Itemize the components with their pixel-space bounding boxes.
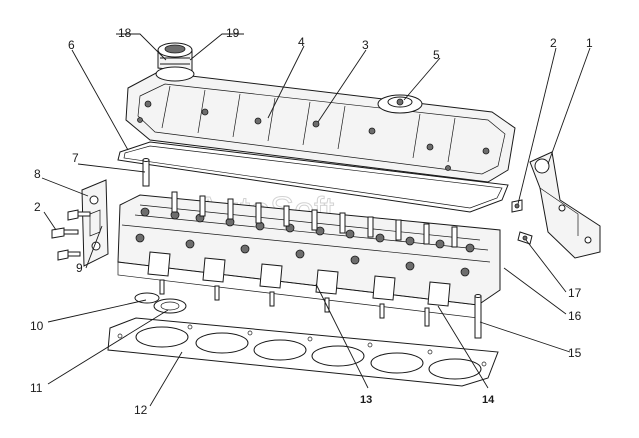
stud-15 — [474, 294, 482, 339]
breather-plug — [377, 94, 423, 114]
callout-8: 8 — [34, 167, 41, 181]
callout-12: 12 — [134, 403, 148, 417]
valve-cover — [125, 71, 516, 183]
callout-16: 16 — [568, 309, 582, 323]
callout-6: 6 — [68, 38, 75, 52]
cylinder-head — [117, 191, 501, 327]
callout-3: 3 — [362, 38, 369, 52]
callout-labels: 18 19 6 4 3 5 2 1 7 8 2 9 10 11 12 13 14… — [30, 26, 593, 417]
oil-filler-cap — [155, 42, 195, 82]
callout-14: 14 — [482, 394, 495, 406]
callout-17: 17 — [568, 286, 582, 300]
head-gasket — [107, 317, 499, 387]
callout-10: 10 — [30, 319, 44, 333]
callout-9: 9 — [76, 261, 83, 275]
callout-2-top: 2 — [550, 36, 557, 50]
stud-7 — [142, 158, 150, 187]
callout-15: 15 — [568, 346, 582, 360]
callout-1: 1 — [586, 36, 593, 50]
callout-2-left: 2 — [34, 200, 41, 214]
lifting-bracket — [529, 151, 601, 259]
callout-5: 5 — [433, 48, 440, 62]
bolt-16 — [517, 231, 533, 245]
sealing-ring — [134, 292, 187, 314]
cover-gasket — [117, 141, 509, 213]
end-plate — [81, 179, 109, 267]
callout-7: 7 — [72, 151, 79, 165]
callout-4: 4 — [298, 35, 305, 49]
bolt-2-right — [511, 199, 523, 213]
callout-11: 11 — [30, 381, 43, 395]
callout-13: 13 — [360, 394, 372, 406]
callout-18: 18 — [118, 26, 132, 40]
bolt-2-left — [51, 209, 91, 261]
leader-lines — [41, 33, 591, 407]
callout-19: 19 — [226, 26, 240, 40]
